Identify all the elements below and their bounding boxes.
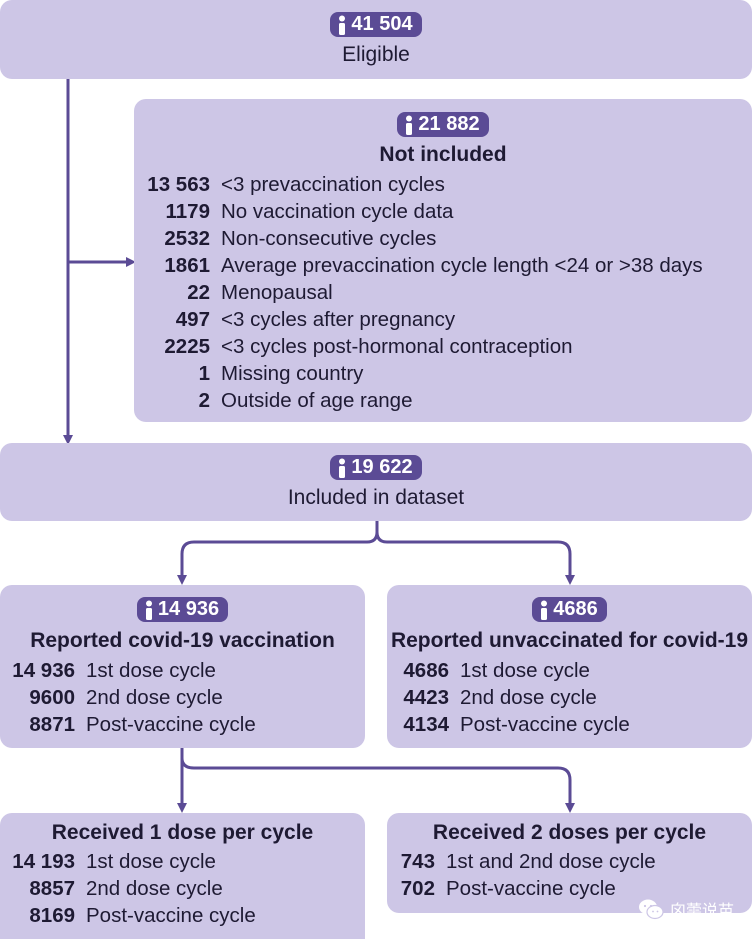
vaccinated-title: Reported covid-19 vaccination: [30, 629, 335, 652]
list-item: 13 563<3 prevaccination cycles: [147, 173, 445, 196]
watermark: 囟薷说苗: [638, 897, 734, 921]
unvaccinated-box: 4686 Reported unvaccinated for covid-19 …: [387, 585, 752, 748]
watermark-text: 囟薷说苗: [669, 903, 734, 920]
unvaccinated-title: Reported unvaccinated for covid-19: [390, 629, 749, 652]
arrow-to-unvaccinated: [375, 531, 575, 585]
eligible-label: Eligible: [342, 43, 410, 66]
eligible-box: 41 504 Eligible: [0, 0, 752, 79]
unvaccinated-count-badge: 4686: [532, 597, 607, 622]
arrow-to-two-doses: [180, 757, 575, 813]
person-icon: [541, 600, 548, 620]
wechat-icon: [638, 899, 664, 920]
unvaccinated-count: 4686: [553, 598, 598, 620]
person-icon: [339, 458, 346, 478]
one-dose-title: Received 1 dose per cycle: [51, 821, 314, 844]
arrow-split-top: [177, 521, 379, 585]
included-count-badge: 19 622: [330, 455, 422, 480]
list-item: 2225<3 cycles post-hormonal contraceptio…: [164, 335, 573, 358]
included-box: 19 622 Included in dataset: [0, 443, 752, 521]
list-item: 497<3 cycles after pregnancy: [175, 308, 456, 331]
included-label: Included in dataset: [287, 486, 465, 509]
vaccinated-count-badge: 14 936: [136, 597, 229, 622]
not-included-count: 21 882: [418, 113, 480, 135]
person-icon: [406, 115, 413, 135]
not-included-box: 21 882 Not included 13 563<3 prevaccinat…: [134, 99, 752, 422]
included-count: 19 622: [351, 456, 413, 478]
person-icon: [339, 15, 346, 35]
vaccinated-count: 14 936: [157, 598, 220, 620]
person-icon: [145, 600, 152, 620]
eligible-count: 41 504: [351, 13, 413, 35]
two-doses-title: Received 2 doses per cycle: [432, 821, 707, 844]
eligible-count-badge: 41 504: [330, 12, 422, 37]
vaccinated-box: 14 936 Reported covid-19 vaccination 14 …: [0, 585, 365, 748]
not-included-count-badge: 21 882: [397, 112, 489, 137]
not-included-title: Not included: [379, 143, 507, 166]
